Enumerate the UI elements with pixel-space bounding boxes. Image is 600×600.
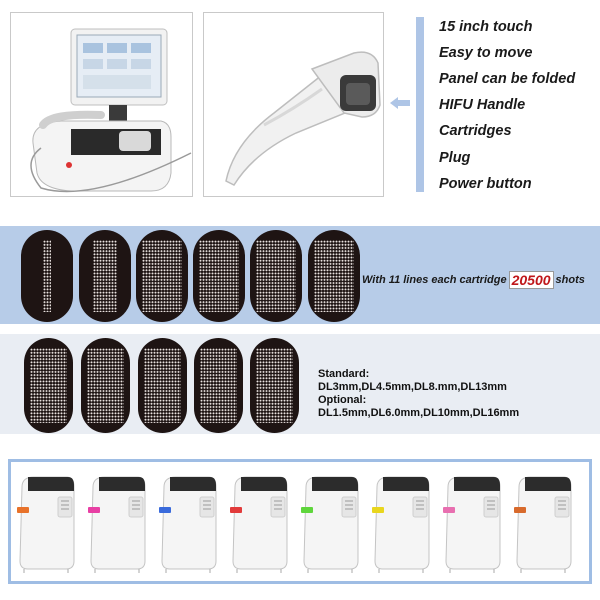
feature-item: Cartridges — [439, 123, 512, 139]
dot-pattern-oval — [194, 338, 243, 433]
cartridge-color-stripe — [159, 507, 171, 513]
dot-pattern-oval — [138, 338, 187, 433]
dot-pattern-oval — [21, 230, 73, 322]
cartridge-color-stripe — [443, 507, 455, 513]
feature-item: Panel can be folded — [439, 71, 576, 87]
dot-pattern-oval — [81, 338, 130, 433]
shots-suffix: shots — [555, 274, 585, 286]
machine-photo — [10, 12, 193, 197]
hifu-handle-illustration — [225, 51, 381, 186]
feature-item: Plug — [439, 150, 471, 166]
optional-label: Optional: — [318, 394, 367, 406]
shots-prefix: With 11 lines each cartridge — [362, 274, 507, 286]
shots-count-badge: 20500 — [508, 271, 554, 289]
cartridge-unit — [14, 473, 76, 573]
handle-photo — [203, 12, 384, 197]
feature-accent-bar — [416, 17, 424, 192]
dot-pattern-oval — [193, 230, 245, 322]
cartridge-color-stripe — [301, 507, 313, 513]
cartridge-color-stripe — [88, 507, 100, 513]
cartridge-color-stripe — [17, 507, 29, 513]
hifu-machine-illustration — [30, 28, 192, 193]
cartridge-unit — [298, 473, 360, 573]
feature-item: 15 inch touch — [439, 19, 533, 35]
dot-pattern-oval — [24, 338, 73, 433]
cartridge-color-stripe — [372, 507, 384, 513]
feature-item: Power button — [439, 176, 532, 192]
cartridge-unit — [227, 473, 289, 573]
feature-item: Easy to move — [439, 45, 533, 61]
dot-pattern-oval — [136, 230, 188, 322]
feature-item: HIFU Handle — [439, 97, 526, 113]
dot-pattern-oval — [308, 230, 360, 322]
cartridge-color-stripe — [514, 507, 526, 513]
dot-pattern-oval — [250, 230, 302, 322]
standard-values: DL3mm,DL4.5mm,DL8.mm,DL13mm — [318, 381, 507, 393]
cartridge-unit — [156, 473, 218, 573]
dot-pattern-oval — [79, 230, 131, 322]
dot-pattern-oval — [250, 338, 299, 433]
optional-values: DL1.5mm,DL6.0mm,DL10mm,DL16mm — [318, 407, 520, 419]
cartridge-unit — [511, 473, 573, 573]
cartridge-unit — [440, 473, 502, 573]
cartridge-unit — [85, 473, 147, 573]
cartridge-color-stripe — [230, 507, 242, 513]
cartridge-unit — [369, 473, 431, 573]
standard-label: Standard: — [318, 368, 370, 380]
arrow-left-icon — [390, 96, 410, 114]
